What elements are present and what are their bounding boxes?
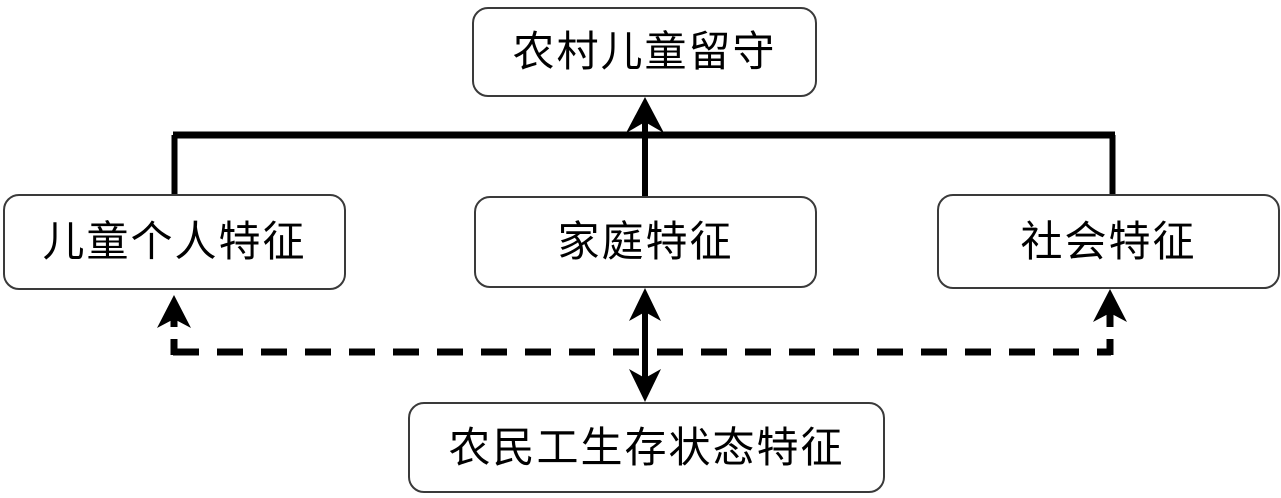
node-box-child-individual[interactable]: 儿童个人特征 xyxy=(3,194,346,290)
arrowhead-up-to-social xyxy=(1093,289,1127,322)
edge-group-bidirectional xyxy=(629,288,661,402)
arrowhead-up-to-individual xyxy=(157,295,191,328)
node-box-bottom[interactable]: 农民工生存状态特征 xyxy=(408,402,885,493)
edge-group-dashed xyxy=(157,289,1127,356)
node-label-root: 农村儿童留守 xyxy=(512,27,777,76)
arrowhead-up-to-root xyxy=(626,97,664,133)
arrowhead-down-to-bottom xyxy=(629,369,661,402)
node-box-child-social[interactable]: 社会特征 xyxy=(937,194,1280,289)
arrowhead-up-to-family xyxy=(629,288,661,321)
node-label-bottom: 农民工生存状态特征 xyxy=(448,422,845,472)
node-label-child-family: 家庭特征 xyxy=(557,217,734,266)
node-label-child-individual: 儿童个人特征 xyxy=(42,217,307,266)
node-label-child-social: 社会特征 xyxy=(1020,216,1197,266)
node-box-root[interactable]: 农村儿童留守 xyxy=(472,7,817,97)
node-box-child-family[interactable]: 家庭特征 xyxy=(474,196,817,288)
edge-group-solid xyxy=(171,97,1116,197)
